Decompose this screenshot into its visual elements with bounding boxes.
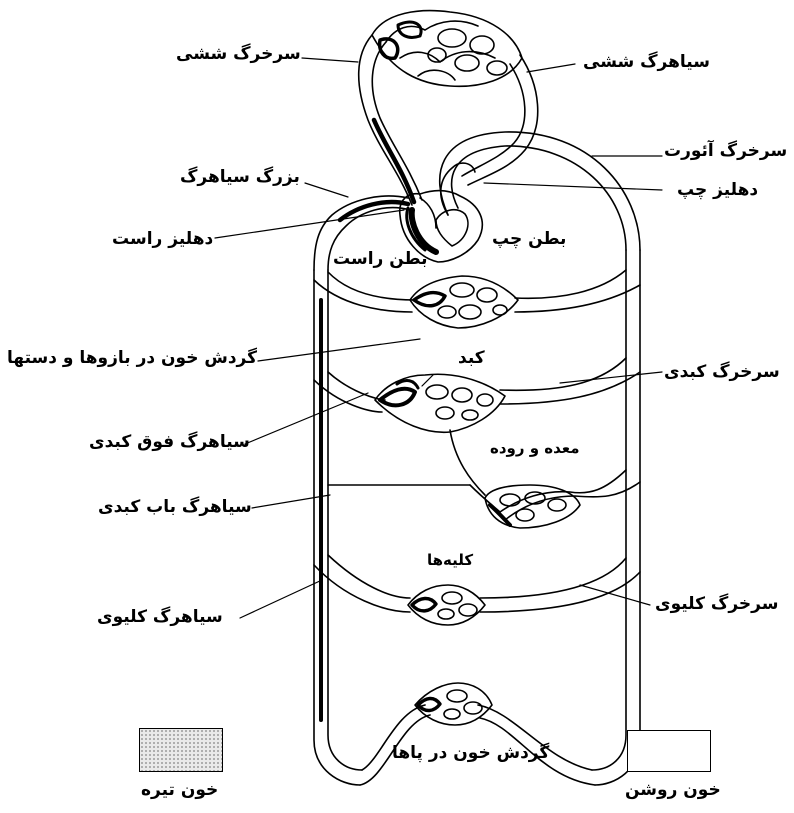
legend-label-light-blood: خون روشن <box>625 780 721 800</box>
leg-capillary-loop <box>360 683 595 785</box>
label-left-atrium: دهلیز چپ <box>677 180 758 200</box>
label-kidneys: کلیه‌ها <box>427 550 473 570</box>
label-portal-vein: سیاهرگ باب کبدی <box>98 497 252 517</box>
label-renal-artery: سرخرگ کلیوی <box>655 594 778 614</box>
arterial-trunk <box>592 250 640 785</box>
leader-lines <box>215 58 662 618</box>
intestine-capillary-loop <box>328 470 640 528</box>
label-renal-vein: سیاهرگ کلیوی <box>97 607 223 627</box>
label-aorta: سرخرگ آئورت <box>664 141 787 161</box>
label-arm-circulation: گردش خون در بازوها و دستها <box>7 348 257 368</box>
label-hepatic-vein: سیاهرگ فوق کبدی <box>89 432 250 452</box>
kidney-capillary-loop <box>314 555 640 625</box>
label-left-ventricle: بطن چپ <box>492 229 566 249</box>
legend-label-dark-blood: خون تیره <box>141 780 218 800</box>
legend-swatch-light-blood <box>627 730 711 772</box>
label-liver: کبد <box>458 348 485 368</box>
label-right-ventricle: بطن راست <box>333 249 428 269</box>
label-stomach-intestine: معده و روده <box>490 438 580 458</box>
label-pulmonary-artery: سرخرگ ششی <box>176 44 301 64</box>
label-vena-cava: بزرگ سیاهرگ <box>180 167 300 187</box>
label-right-atrium: دهلیز راست <box>112 229 213 249</box>
label-pulmonary-vein: سیاهرگ ششی <box>583 52 710 72</box>
legend-swatch-dark-blood <box>139 728 223 772</box>
lung-capillary-bed <box>372 11 522 87</box>
liver-capillary-loop <box>314 358 640 495</box>
arm-capillary-loop <box>314 270 640 328</box>
label-leg-circulation: گردش خون در پاها <box>392 743 549 763</box>
label-hepatic-artery: سرخرگ کبدی <box>664 362 780 382</box>
